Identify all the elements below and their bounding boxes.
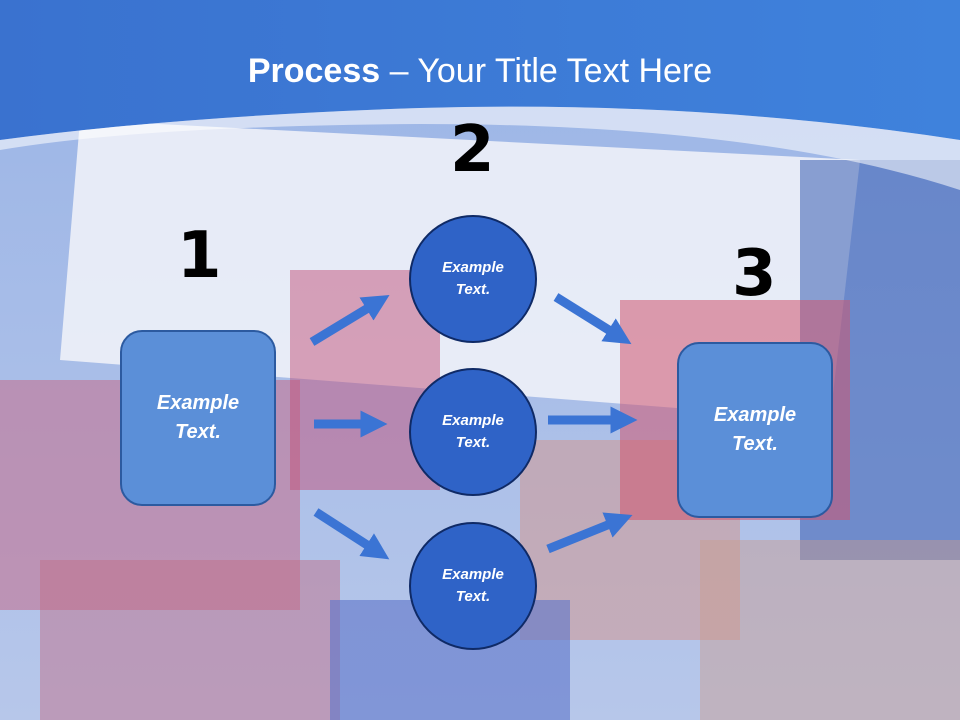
title-rest: – Your Title Text Here [380,52,713,90]
title-bold-word: Process [247,52,381,90]
process-circle-middle: Example Text. [409,368,537,496]
circle-top-text: Example Text. [442,258,504,299]
box-left-text: Example Text. [156,392,240,443]
box-right-text: Example Text. [713,404,797,455]
arrow-bottom-to-right [546,512,633,554]
process-box-right: Example Text. [677,342,833,518]
arrow-left-to-bottom [313,508,390,560]
process-circle-top: Example Text. [409,215,537,343]
process-circle-bottom: Example Text. [409,522,537,650]
slide-title: Process – Your Title Text Here [0,52,960,91]
circle-bottom-text: Example Text. [442,565,504,606]
step-number-1: 1 [177,219,222,293]
process-box-left: Example Text. [120,330,276,506]
circle-middle-text: Example Text. [442,411,504,452]
arrow-top-to-right [553,293,632,345]
step-number-3: 3 [732,237,777,311]
step-number-2: 2 [450,113,495,187]
arrow-left-to-top [309,295,390,346]
